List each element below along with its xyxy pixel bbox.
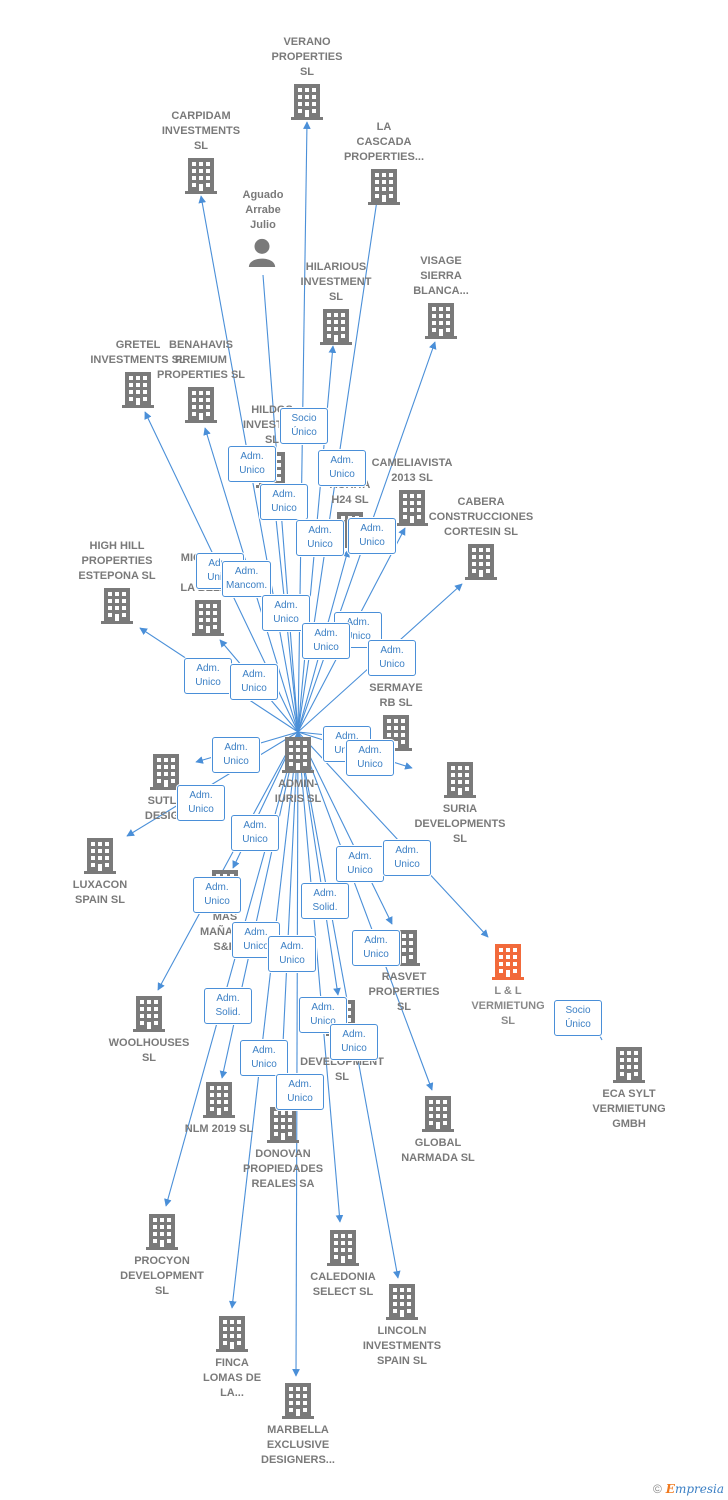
relation-badge[interactable]: Adm. Unico <box>193 877 241 913</box>
building-icon[interactable] <box>150 754 182 790</box>
edge-admin-luxacon <box>126 731 299 837</box>
relation-badge[interactable]: Socio Único <box>280 408 328 444</box>
building-icon[interactable] <box>465 544 497 580</box>
empresia-logo: Empresia <box>665 1482 724 1496</box>
node-label-admin[interactable]: ADMIN- IURIS SL <box>274 778 322 805</box>
node-label-sutla[interactable]: SUTLA DESIGN <box>144 795 188 822</box>
node-label-sermaye[interactable]: SERMAYE RB SL <box>369 682 423 709</box>
node-label-nlm[interactable]: NLM 2019 SL <box>184 1123 254 1135</box>
relation-badge[interactable]: Socio Único <box>554 1000 602 1036</box>
edge-admin-global <box>297 731 434 1091</box>
copyright-symbol: © <box>652 1482 662 1496</box>
node-label-lacascada[interactable]: LA CASCADA PROPERTIES... <box>343 121 425 163</box>
relation-badge[interactable]: Adm. Unico <box>330 1024 378 1060</box>
edge-admin-ll <box>297 731 489 938</box>
relation-badge[interactable]: Adm. Unico <box>240 1040 288 1076</box>
building-icon[interactable] <box>320 309 352 345</box>
building-icon[interactable] <box>216 1316 248 1352</box>
node-label-aguado[interactable]: Aguado Arrabe Julio <box>242 189 284 231</box>
building-icon[interactable] <box>133 996 165 1032</box>
edge-admin-woolhouses <box>157 731 299 991</box>
footer-brand: ©Empresia <box>653 1482 724 1496</box>
relation-badge[interactable]: Adm. Solid. <box>301 883 349 919</box>
node-label-highhill[interactable]: HIGH HILL PROPERTIES ESTEPONA SL <box>78 540 156 582</box>
edge-admin-procyon <box>164 731 299 1207</box>
relation-badge[interactable]: Adm. Unico <box>260 484 308 520</box>
node-label-lincoln[interactable]: LINCOLN INVESTMENTS SPAIN SL <box>362 1325 442 1367</box>
relation-badge[interactable]: Adm. Unico <box>212 737 260 773</box>
building-icon[interactable] <box>192 600 224 636</box>
node-label-procyon[interactable]: PROCYON DEVELOPMENT SL <box>120 1255 204 1297</box>
node-label-cabera[interactable]: CABERA CONSTRUCCIONES CORTESIN SL <box>428 496 534 538</box>
building-icon[interactable] <box>613 1047 645 1083</box>
building-icon[interactable] <box>492 944 524 980</box>
building-icon[interactable] <box>368 169 400 205</box>
node-label-donovan[interactable]: DONOVAN PROPIEDADES REALES SA <box>242 1148 324 1190</box>
edge-admin-caledonia <box>297 731 344 1223</box>
node-label-marbella[interactable]: MARBELLA EXCLUSIVE DESIGNERS... <box>261 1424 335 1466</box>
node-label-visage[interactable]: VISAGE SIERRA BLANCA... <box>413 255 469 297</box>
node-label-rasvet[interactable]: RASVET PROPERTIES SL <box>368 971 440 1013</box>
relation-badge[interactable]: Adm. Unico <box>228 446 276 482</box>
node-label-gretel[interactable]: GRETEL INVESTMENTS SL <box>90 339 186 366</box>
node-label-suria[interactable]: SURIA DEVELOPMENTS SL <box>414 803 506 845</box>
edge-admin-rasvet <box>297 731 393 925</box>
relation-badge[interactable]: Adm. Unico <box>302 623 350 659</box>
relation-badge[interactable]: Adm. Unico <box>352 930 400 966</box>
building-icon[interactable] <box>291 84 323 120</box>
relation-badge[interactable]: Adm. Mancom. <box>222 561 272 597</box>
node-label-benahavis[interactable]: BENAHAVIS PREMIUM PROPERTIES SL <box>156 339 246 381</box>
relation-badge[interactable]: Adm. Unico <box>368 640 416 676</box>
node-label-global[interactable]: GLOBAL NARMADA SL <box>401 1137 475 1164</box>
building-icon[interactable] <box>282 737 314 773</box>
node-label-woolhouses[interactable]: WOOLHOUSES SL <box>108 1037 190 1064</box>
node-label-ecasylt[interactable]: ECA SYLT VERMIETUNG GMBH <box>592 1088 666 1130</box>
relation-badge[interactable]: Adm. Unico <box>348 518 396 554</box>
building-icon[interactable] <box>444 762 476 798</box>
building-icon[interactable] <box>425 303 457 339</box>
relation-badge[interactable]: Adm. Unico <box>346 740 394 776</box>
node-label-verano[interactable]: VERANO PROPERTIES SL <box>271 36 343 78</box>
relation-badge[interactable]: Adm. Unico <box>336 846 384 882</box>
relation-badge[interactable]: Adm. Unico <box>230 664 278 700</box>
building-icon[interactable] <box>146 1214 178 1250</box>
building-icon[interactable] <box>327 1230 359 1266</box>
building-icon[interactable] <box>203 1082 235 1118</box>
edge-admin-finca <box>228 731 299 1309</box>
relation-badge[interactable]: Adm. Unico <box>268 936 316 972</box>
node-label-camelia[interactable]: CAMELIAVISTA 2013 SL <box>371 457 453 484</box>
relation-badge[interactable]: Adm. Unico <box>231 815 279 851</box>
node-label-luxacon[interactable]: LUXACON SPAIN SL <box>72 879 128 906</box>
building-icon[interactable] <box>101 588 133 624</box>
node-label-hilarious[interactable]: HILARIOUS INVESTMENT SL <box>300 261 372 303</box>
relation-badge[interactable]: Adm. Unico <box>276 1074 324 1110</box>
relation-badge[interactable]: Adm. Unico <box>184 658 232 694</box>
node-label-ll[interactable]: L & L VERMIETUNG SL <box>471 985 545 1027</box>
relation-badge[interactable]: Adm. Unico <box>318 450 366 486</box>
relation-badge[interactable]: Adm. Unico <box>383 840 431 876</box>
edge-admin-marbella <box>292 731 300 1377</box>
relation-badge[interactable]: Adm. Unico <box>296 520 344 556</box>
relation-badge[interactable]: Adm. Solid. <box>204 988 252 1024</box>
edge-admin-tdev <box>297 731 341 996</box>
building-icon[interactable] <box>422 1096 454 1132</box>
node-label-finca[interactable]: FINCA LOMAS DE LA... <box>202 1357 262 1399</box>
node-label-caledonia[interactable]: CALEDONIA SELECT SL <box>310 1271 376 1298</box>
building-icon[interactable] <box>84 838 116 874</box>
node-label-carpidam[interactable]: CARPIDAM INVESTMENTS SL <box>161 110 241 152</box>
relation-badge[interactable]: Adm. Unico <box>177 785 225 821</box>
